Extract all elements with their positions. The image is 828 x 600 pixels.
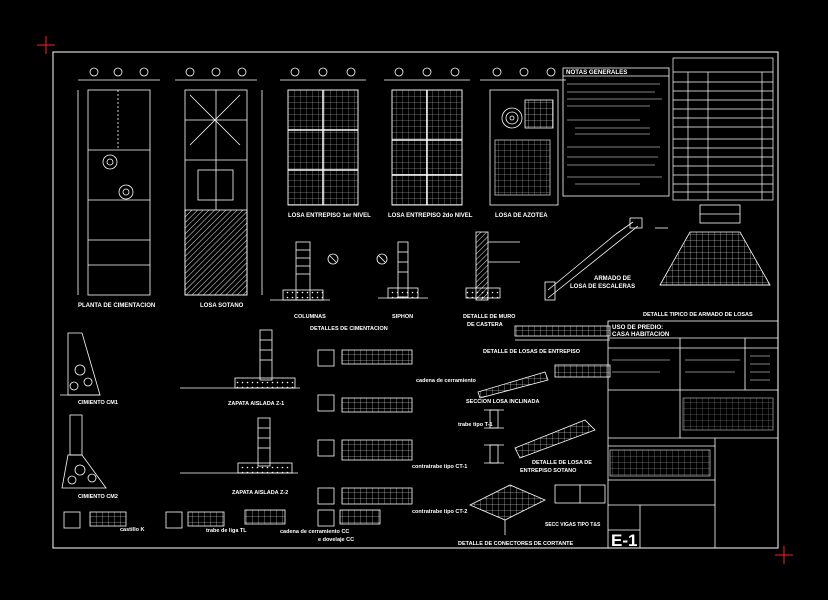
label-cadena-cerramiento: cadena de cerramiento CC <box>280 529 349 535</box>
sheet-id: E-1 <box>611 531 637 550</box>
entrepiso-details <box>477 325 611 464</box>
title-project-line1: USO DE PREDIO: <box>612 324 663 331</box>
label-muro-2: DE CASTERA <box>467 322 503 328</box>
zapata-z1 <box>180 329 300 389</box>
label-cimiento-c2: CIMIENTO CM2 <box>78 494 118 500</box>
label-cadena-sub: cadena de cerramiento <box>416 378 477 384</box>
label-zapata-z1: ZAPATA AISLADA Z-1 <box>228 401 284 407</box>
label-siphon: SIPHON <box>392 314 413 320</box>
stair-slab-detail <box>544 217 668 301</box>
label-columnas: COLUMNAS <box>294 314 326 320</box>
label-entrepiso-2: LOSA ENTREPISO 2do NIVEL <box>388 213 473 219</box>
column-detail <box>270 241 330 301</box>
plan-entrepiso-1 <box>280 67 366 206</box>
label-dovelaje: e dovelaje CC <box>318 537 354 543</box>
label-trabe-ct1: contratrabe tipo CT-1 <box>412 464 467 470</box>
corner-mark-top-left <box>37 36 55 54</box>
label-muro-1: DETALLE DE MURO <box>463 314 516 320</box>
label-secc-vigas: SECC VIGAS TIPO T&S <box>545 522 601 528</box>
label-losa-sotano-1: DETALLE DE LOSA DE <box>532 460 592 466</box>
cimiento-c1 <box>60 332 101 396</box>
plan-cimentacion <box>77 67 160 296</box>
label-entrepiso-1: LOSA ENTREPISO 1er NIVEL <box>288 213 371 219</box>
label-detalle-losas: DETALLE TIPICO DE ARMADO DE LOSAS <box>643 312 753 318</box>
connector-detail <box>469 484 606 535</box>
cimiento-c2 <box>61 414 107 489</box>
corner-mark-bottom-right <box>775 546 793 564</box>
beam-sections <box>63 509 381 529</box>
label-azotea: LOSA DE AZOTEA <box>495 213 548 219</box>
retaining-wall-detail <box>465 231 520 301</box>
label-trabe-liga: trabe de liga TL <box>206 528 247 534</box>
plan-azotea <box>480 67 566 206</box>
label-seccion-inclinada: SECCION LOSA INCLINADA <box>466 399 539 405</box>
zapata-z2 <box>180 417 298 474</box>
label-castillo-k: castillo K <box>120 527 144 533</box>
label-trabe-t1: trabe tipo T-1 <box>458 422 493 428</box>
schedule-table <box>672 57 774 201</box>
contratrabes <box>317 349 413 505</box>
label-planta-cimentacion: PLANTA DE CIMENTACION <box>78 303 155 309</box>
typical-slab-detail <box>659 204 771 286</box>
label-detalles-cimentacion: DETALLES DE CIMENTACION <box>310 326 388 332</box>
label-escaleras-1: ARMADO DE <box>594 276 631 282</box>
notes-header: NOTAS GENERALES <box>566 69 627 76</box>
label-losas-entrepiso: DETALLE DE LOSAS DE ENTREPISO <box>483 349 581 355</box>
label-zapata-z2: ZAPATA AISLADA Z-2 <box>232 490 288 496</box>
general-notes-block <box>562 67 670 197</box>
title-block <box>607 320 779 549</box>
label-losa-sotano-2: ENTREPISO SOTANO <box>520 468 577 474</box>
foundation-details <box>327 241 428 299</box>
plan-entrepiso-2 <box>384 67 470 206</box>
label-trabe-ct2: contratrabe tipo CT-2 <box>412 509 467 515</box>
label-conectores: DETALLE DE CONECTORES DE CORTANTE <box>458 541 574 547</box>
label-cimiento-c1: CIMIENTO CM1 <box>78 400 118 406</box>
plan-losa-sotano <box>175 67 263 296</box>
title-project-line2: CASA HABITACION <box>612 331 670 338</box>
label-losa-sotano: LOSA SOTANO <box>200 303 244 309</box>
label-escaleras-2: LOSA DE ESCALERAS <box>570 284 635 290</box>
sheet-border <box>52 51 779 549</box>
